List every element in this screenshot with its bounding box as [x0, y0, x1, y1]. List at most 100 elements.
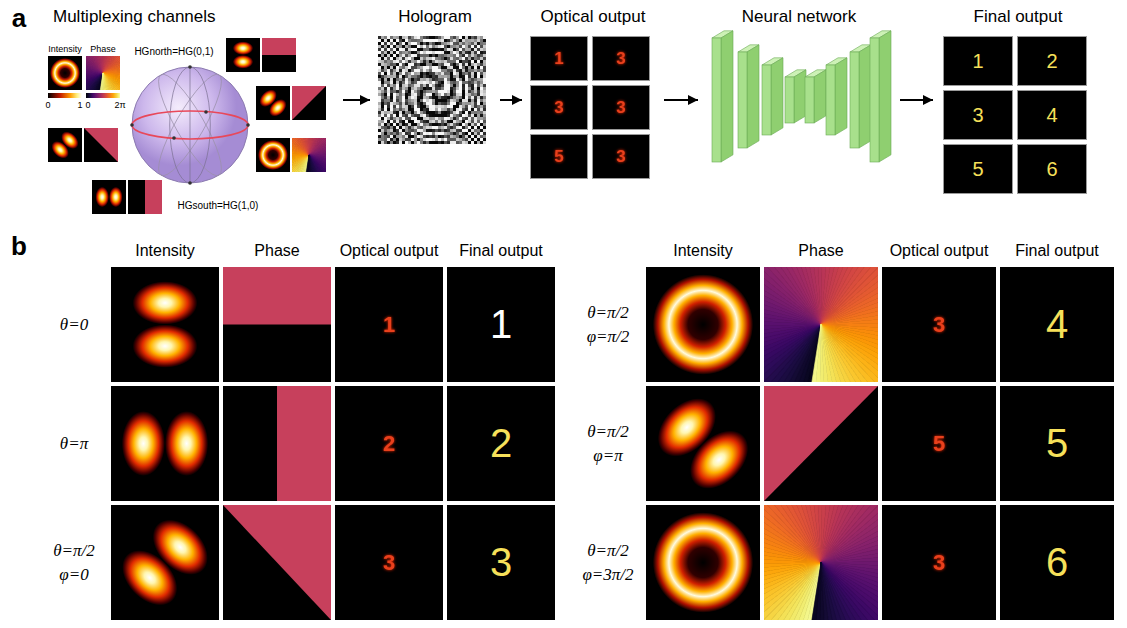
hologram-pixel [396, 123, 399, 126]
hologram-pixel [435, 96, 438, 99]
hologram-pixel [465, 114, 468, 117]
hologram-pixel [378, 132, 381, 135]
hologram-pixel [405, 102, 408, 105]
hologram-pixel [471, 63, 474, 66]
hologram-pixel [396, 84, 399, 87]
phase-wedge [292, 155, 309, 161]
hologram-pixel [399, 57, 402, 60]
hologram-pixel [474, 129, 477, 132]
hologram-pixel [474, 60, 477, 63]
hologram-pixel [405, 135, 408, 138]
hologram-pixel [414, 108, 417, 111]
hologram-pixel [477, 81, 480, 84]
hologram-pixel [417, 63, 420, 66]
hologram-pixel [480, 48, 483, 51]
hologram-pixel [399, 135, 402, 138]
hologram-pixel [471, 90, 474, 93]
hologram-pixel [432, 84, 435, 87]
hologram-pixel [468, 120, 471, 123]
hologram-pixel [471, 114, 474, 117]
hologram-pixel [426, 114, 429, 117]
hologram-pixel [432, 129, 435, 132]
hologram-pixel [423, 63, 426, 66]
hologram-pixel [468, 63, 471, 66]
hologram-pixel [414, 90, 417, 93]
hologram-pixel [444, 51, 447, 54]
hologram-pixel [459, 123, 462, 126]
hologram-pixel [468, 141, 471, 144]
hologram-pixel [387, 93, 390, 96]
hologram-pixel [453, 90, 456, 93]
hologram-pixel [402, 51, 405, 54]
hologram-pixel [384, 39, 387, 42]
hologram-pixel [465, 90, 468, 93]
hologram-pixel [405, 96, 408, 99]
hologram-pixel [462, 60, 465, 63]
hologram-pixel [459, 93, 462, 96]
hologram-pixel [441, 105, 444, 108]
hologram-pixel [396, 117, 399, 120]
hologram-pixel [465, 75, 468, 78]
hologram-pixel [444, 117, 447, 120]
hologram-pixel [474, 84, 477, 87]
hologram-pixel [429, 126, 432, 129]
hologram-pixel [474, 138, 477, 141]
hologram-pixel [402, 72, 405, 75]
hologram-pixel [474, 117, 477, 120]
hologram-pixel [402, 93, 405, 96]
hologram-pixel [471, 129, 474, 132]
hologram-pixel [387, 135, 390, 138]
hologram-pixel [405, 114, 408, 117]
hologram-pixel [426, 120, 429, 123]
layer-side [794, 70, 806, 123]
hologram-pixel [432, 81, 435, 84]
hologram-pixel [429, 135, 432, 138]
hologram-pixel [435, 102, 438, 105]
hologram-pixel [417, 132, 420, 135]
stage-title: Multiplexing channels [45, 6, 341, 28]
hologram-pixel [483, 39, 486, 42]
hologram-pixel [378, 93, 381, 96]
hologram-pixel [453, 60, 456, 63]
hologram-pixel [420, 48, 423, 51]
hologram-pixel [393, 54, 396, 57]
hologram-pixel [462, 39, 465, 42]
thumb-label: Intensity [40, 42, 90, 55]
hologram-pixel [483, 96, 486, 99]
hologram-pixel [390, 141, 393, 144]
output-digit: 6 [999, 504, 1115, 621]
hologram-pixel [435, 135, 438, 138]
hologram-pixel [459, 126, 462, 129]
hologram-pixel [462, 69, 465, 72]
hologram-pixel [444, 141, 447, 144]
hologram-pixel [423, 132, 426, 135]
hologram-pixel [387, 66, 390, 69]
hologram-pixel [423, 39, 426, 42]
phase-region [145, 180, 162, 214]
hologram-pixel [381, 75, 384, 78]
hologram-pixel [483, 60, 486, 63]
hologram-pixel [438, 84, 441, 87]
hologram-pixel [471, 48, 474, 51]
hologram-pixel [447, 102, 450, 105]
hologram-pixel [471, 54, 474, 57]
hologram-pixel [447, 81, 450, 84]
hologram-pixel [468, 39, 471, 42]
hologram-pixel [459, 78, 462, 81]
hologram-pixel [429, 36, 432, 39]
hologram-pixel [453, 129, 456, 132]
hologram-pixel [444, 114, 447, 117]
hologram-pixel [468, 78, 471, 81]
hologram-pixel [384, 96, 387, 99]
phase-wedge [292, 155, 309, 159]
hologram-pixel [390, 57, 393, 60]
hologram-pixel [438, 51, 441, 54]
hologram-pixel [450, 105, 453, 108]
hologram-pixel [435, 51, 438, 54]
hologram-pixel [483, 141, 486, 144]
hologram-pixel [474, 102, 477, 105]
hologram-pixel [420, 75, 423, 78]
hologram-pixel [405, 36, 408, 39]
hologram-pixel [402, 132, 405, 135]
hologram-pixel [447, 141, 450, 144]
